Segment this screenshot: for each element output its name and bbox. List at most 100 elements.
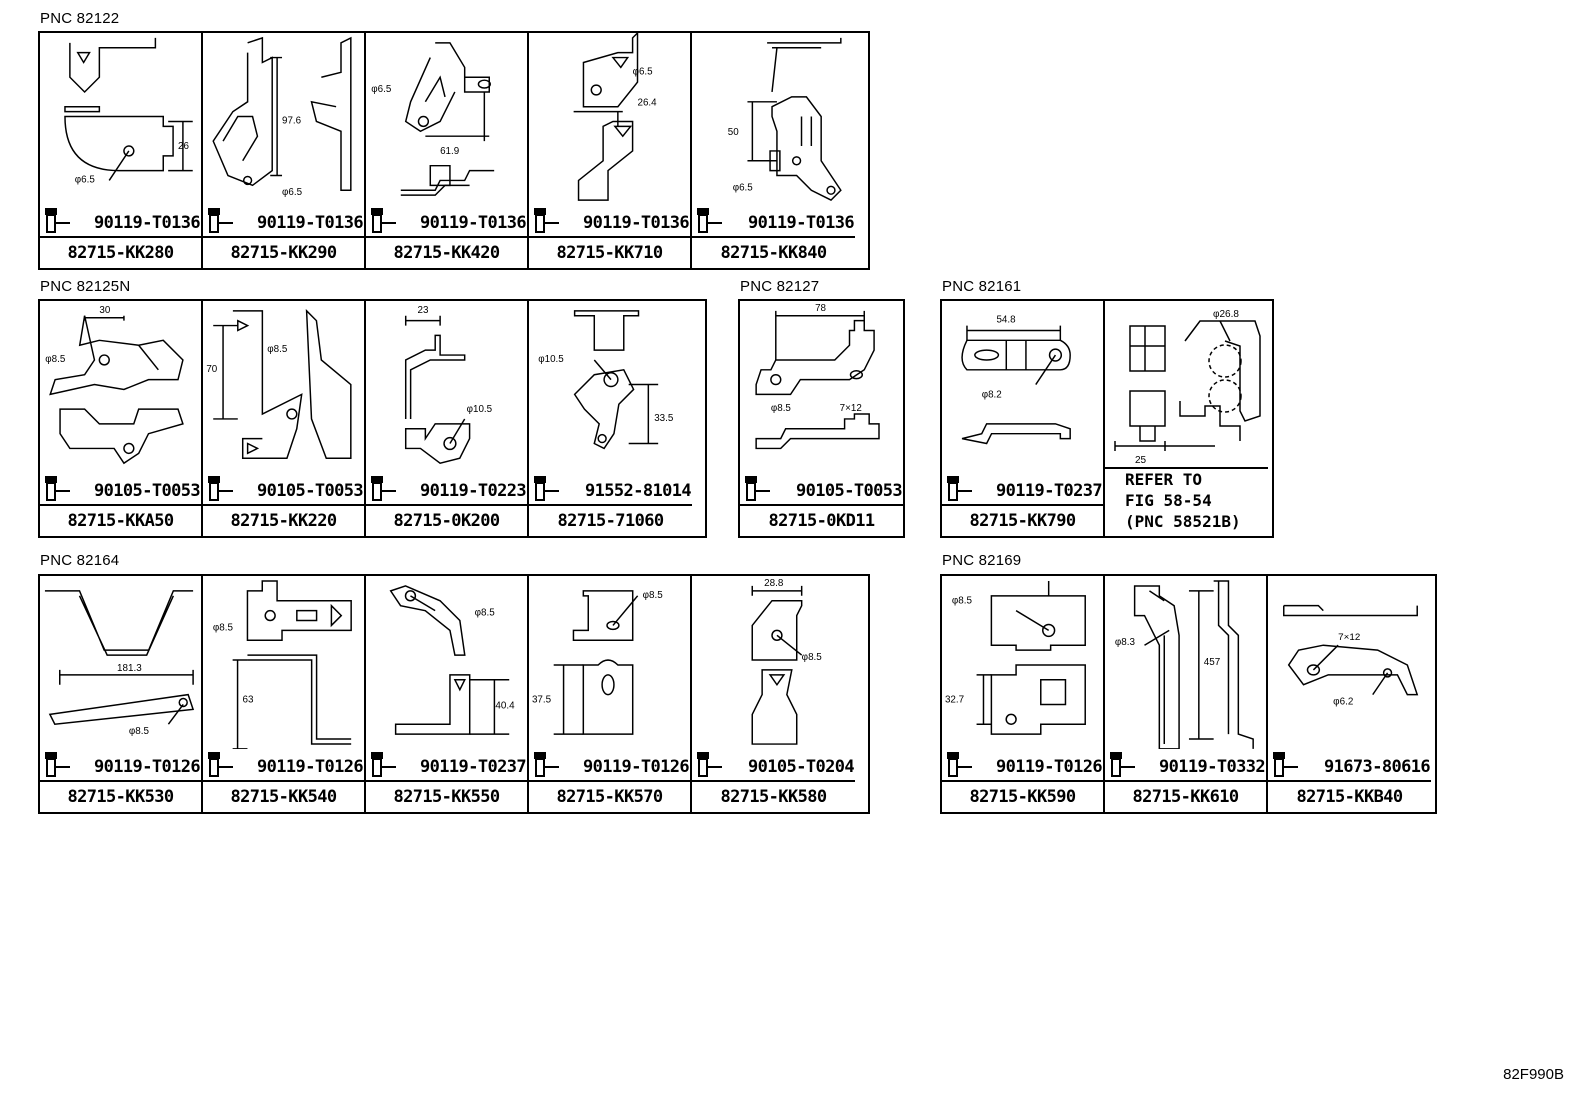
part-cell[interactable]: 23 φ10.5 90119-T0223 82715-0K200	[366, 301, 529, 536]
dimension-label: 23	[418, 305, 429, 316]
bolt-part-number: 90119-T0126	[94, 757, 201, 777]
part-drawing: 28.8 φ8.5	[692, 576, 855, 749]
part-number[interactable]: 82715-KKB40	[1268, 780, 1431, 812]
part-number[interactable]: 82715-KK840	[692, 236, 855, 268]
dimension-label: φ8.5	[802, 652, 823, 663]
bolt-icon	[45, 476, 70, 501]
bolt-icon	[371, 476, 396, 501]
part-drawing: φ8.3 457	[1105, 576, 1266, 749]
part-number[interactable]: 82715-KK530	[40, 780, 201, 812]
part-cell[interactable]: φ10.5 33.5 91552-81014 82715-71060	[529, 301, 692, 536]
group-label: PNC 82169	[942, 552, 1022, 569]
bolt-icon	[371, 208, 396, 233]
part-drawing: 181.3 φ8.5	[40, 576, 201, 749]
bolt-part-number: 90119-T0136	[583, 213, 690, 233]
part-number[interactable]: 82715-KK590	[942, 780, 1103, 812]
bolt-icon	[1273, 752, 1298, 777]
bolt-part-number: 90105-T0053	[257, 481, 364, 501]
group-pnc-82125n: 30 φ8.5 90105-T0053 82715-KKA50 70 φ8.5 …	[38, 299, 707, 538]
part-number[interactable]: 82715-0KD11	[740, 504, 903, 536]
part-drawing: φ8.5 32.7	[942, 576, 1103, 749]
part-number[interactable]: 82715-KK220	[203, 504, 364, 536]
dimension-label: 40.4	[495, 700, 515, 711]
bolt-icon	[534, 208, 559, 233]
part-cell[interactable]: 26 φ6.5 90119-T0136 82715-KK280	[40, 33, 203, 268]
bolt-icon	[208, 476, 233, 501]
group-pnc-82169: φ8.5 32.7 90119-T0126 82715-KK590 φ8.3 4…	[940, 574, 1437, 814]
dimension-label: 78	[815, 303, 826, 314]
bolt-icon	[947, 476, 972, 501]
dimension-label: 181.3	[117, 663, 142, 674]
part-cell[interactable]: 97.6 φ6.5 90119-T0136 82715-KK290	[203, 33, 366, 268]
part-cell[interactable]: φ8.5 40.4 90119-T0237 82715-KK550	[366, 576, 529, 812]
dimension-label: φ8.5	[952, 596, 973, 607]
part-number[interactable]: 82715-KK610	[1105, 780, 1266, 812]
part-cell[interactable]: φ8.5 37.5 90119-T0126 82715-KK570	[529, 576, 692, 812]
part-cell[interactable]: 54.8 φ8.2 90119-T0237 82715-KK790	[942, 301, 1105, 536]
refer-note: REFER TO FIG 58-54 (PNC 58521B)	[1125, 469, 1241, 532]
dimension-label: 26	[178, 141, 189, 152]
bolt-icon	[1110, 752, 1135, 777]
bolt-part-number: 90119-T0223	[420, 481, 527, 501]
part-drawing: φ8.5 37.5	[529, 576, 690, 749]
refer-line: (PNC 58521B)	[1125, 512, 1241, 531]
dimension-label: φ6.5	[733, 182, 754, 193]
dimension-label: 54.8	[996, 315, 1016, 326]
part-number[interactable]: 82715-KK540	[203, 780, 364, 812]
part-drawing: φ6.5 26.4	[529, 33, 690, 205]
bolt-icon	[45, 208, 70, 233]
group-label: PNC 82161	[942, 278, 1022, 295]
part-cell[interactable]: 78 φ8.5 7×12 90105-T0053 82715-0KD11	[740, 301, 903, 536]
part-number[interactable]: 82715-71060	[529, 504, 692, 536]
dimension-label: φ8.5	[45, 354, 66, 365]
part-number[interactable]: 82715-KK280	[40, 236, 201, 268]
bolt-part-number: 90119-T0136	[257, 213, 364, 233]
group-pnc-82127: 78 φ8.5 7×12 90105-T0053 82715-0KD11	[738, 299, 905, 538]
part-cell[interactable]: 181.3 φ8.5 90119-T0126 82715-KK530	[40, 576, 203, 812]
part-cell[interactable]: 7×12 φ6.2 91673-80616 82715-KKB40	[1268, 576, 1431, 812]
dimension-label: 70	[206, 364, 217, 375]
dimension-label: φ6.5	[371, 84, 392, 95]
part-cell[interactable]: 30 φ8.5 90105-T0053 82715-KKA50	[40, 301, 203, 536]
group-label: PNC 82127	[740, 278, 820, 295]
dimension-label: φ8.5	[771, 403, 792, 414]
group-label: PNC 82122	[40, 10, 120, 27]
part-drawing: 26 φ6.5	[40, 33, 201, 205]
dimension-label: 25	[1135, 455, 1147, 466]
dimension-label: φ8.5	[643, 590, 664, 601]
part-cell[interactable]: 70 φ8.5 90105-T0053 82715-KK220	[203, 301, 366, 536]
dimension-label: φ8.5	[213, 622, 234, 633]
part-number[interactable]: 82715-0K200	[366, 504, 527, 536]
part-number[interactable]: 82715-KK420	[366, 236, 527, 268]
part-number[interactable]: 82715-KK550	[366, 780, 527, 812]
part-number[interactable]: 82715-KK580	[692, 780, 855, 812]
refer-line: REFER TO	[1125, 470, 1203, 489]
refer-cell[interactable]: φ26.8 25 REFER TO FIG 58-54 (PNC 58521B)	[1105, 301, 1268, 536]
dimension-label: 30	[99, 305, 110, 316]
bolt-part-number: 90119-T0136	[94, 213, 201, 233]
bolt-icon	[745, 476, 770, 501]
dimension-label: 26.4	[638, 98, 658, 109]
part-drawing: 70 φ8.5	[203, 301, 364, 473]
group-pnc-82161: 54.8 φ8.2 90119-T0237 82715-KK790 φ26.8 …	[940, 299, 1274, 538]
part-number[interactable]: 82715-KK790	[942, 504, 1103, 536]
part-number[interactable]: 82715-KK290	[203, 236, 364, 268]
part-drawing: 54.8 φ8.2	[942, 301, 1103, 473]
part-cell[interactable]: φ8.5 32.7 90119-T0126 82715-KK590	[942, 576, 1105, 812]
part-drawing: 97.6 φ6.5	[203, 33, 364, 205]
part-cell[interactable]: φ6.5 26.4 90119-T0136 82715-KK710	[529, 33, 692, 268]
dimension-label: 457	[1204, 657, 1220, 668]
part-number[interactable]: 82715-KK710	[529, 236, 690, 268]
bolt-icon	[208, 752, 233, 777]
part-drawing: φ26.8 25	[1105, 301, 1268, 467]
part-cell[interactable]: φ8.5 63 90119-T0126 82715-KK540	[203, 576, 366, 812]
part-cell[interactable]: 28.8 φ8.5 90105-T0204 82715-KK580	[692, 576, 855, 812]
part-cell[interactable]: 50 φ6.5 90119-T0136 82715-KK840	[692, 33, 855, 268]
dimension-label: 28.8	[764, 578, 784, 589]
part-number[interactable]: 82715-KKA50	[40, 504, 201, 536]
part-cell[interactable]: φ8.3 457 90119-T0332 82715-KK610	[1105, 576, 1268, 812]
part-number[interactable]: 82715-KK570	[529, 780, 690, 812]
bolt-part-number: 90119-T0136	[748, 213, 855, 233]
bolt-icon	[697, 752, 722, 777]
part-cell[interactable]: φ6.5 61.9 90119-T0136 82715-KK420	[366, 33, 529, 268]
